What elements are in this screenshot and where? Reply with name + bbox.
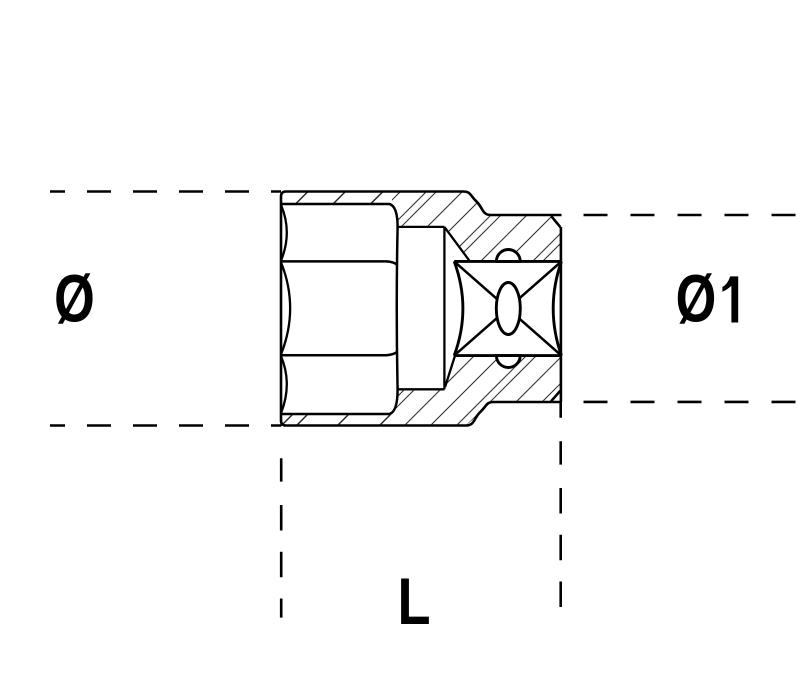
svg-text:L: L (397, 564, 430, 638)
svg-text:Ø: Ø (676, 261, 717, 336)
svg-text:Ø: Ø (54, 261, 95, 336)
